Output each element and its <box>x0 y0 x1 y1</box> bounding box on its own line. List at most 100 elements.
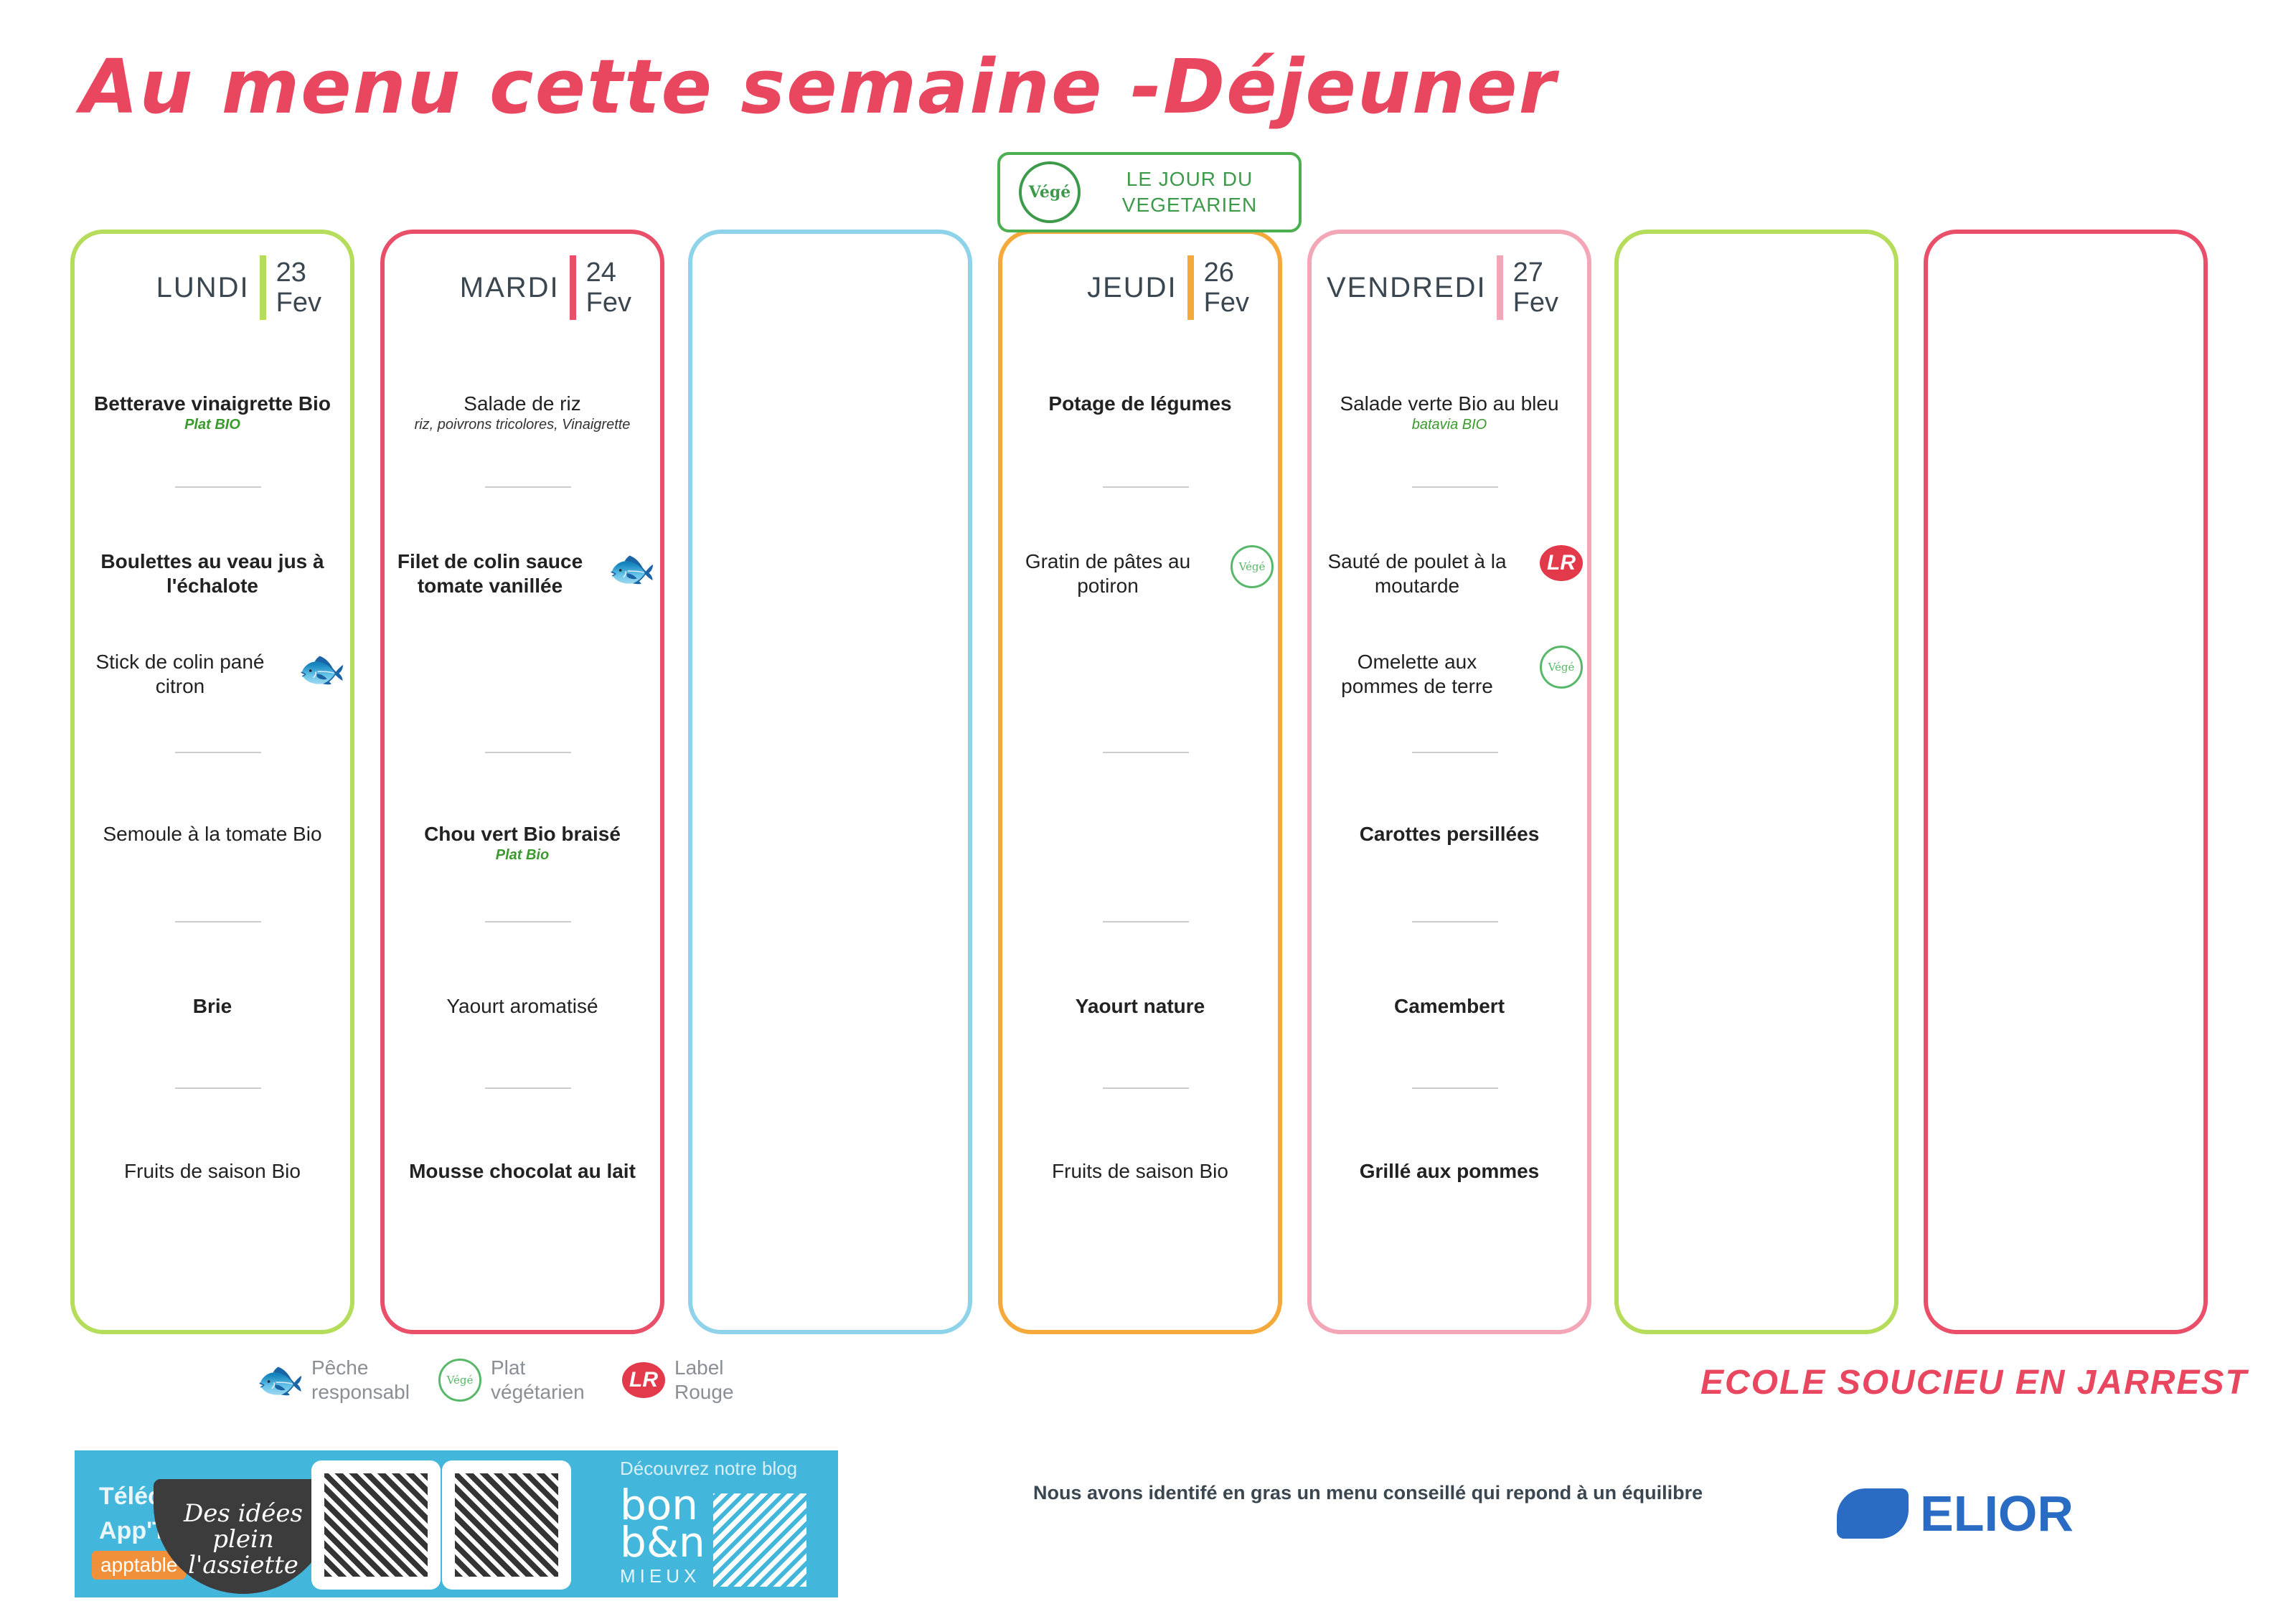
dish-detail: Plat Bio <box>495 847 550 863</box>
fish-icon: 🐟 <box>256 1359 305 1402</box>
header-divider <box>1496 255 1503 320</box>
day-month: Fev <box>276 288 321 318</box>
day-name: VENDREDI <box>1326 271 1487 303</box>
course-separator <box>1412 921 1498 922</box>
dish-name: Betterave vinaigrette Bio <box>94 392 331 415</box>
dish-name: Stick de colin pané citron <box>95 651 265 697</box>
dish-name: Sauté de poulet à la moutarde <box>1327 550 1507 597</box>
dish-name: Yaourt aromatisé <box>446 995 598 1017</box>
menu-item: Salade de riz riz, poivrons tricolores, V… <box>392 392 653 433</box>
course-separator <box>485 921 571 922</box>
dish-name: Potage de légumes <box>1048 392 1232 415</box>
day-name: MARDI <box>459 271 560 303</box>
legend-label: végétarien <box>491 1381 585 1403</box>
menu-item: Fruits de saison Bio <box>82 1159 343 1184</box>
menu-item: Yaourt nature <box>1010 994 1271 1019</box>
day-month: Fev <box>1203 288 1249 318</box>
menu-item: Camembert <box>1319 994 1580 1019</box>
day-column-empty <box>1614 230 1899 1334</box>
course-separator <box>485 1087 571 1089</box>
page-title: Au menu cette semaine -Déjeuner <box>80 43 1557 131</box>
course-separator <box>1412 486 1498 488</box>
legend-label: Label <box>674 1356 724 1379</box>
vege-icon: Végé <box>1540 646 1583 689</box>
legend-label: Pêche <box>311 1356 369 1379</box>
legend-label: responsabl <box>311 1381 410 1403</box>
dish-name: Salade de riz <box>464 392 581 415</box>
course-separator <box>175 752 261 753</box>
course-separator <box>175 1087 261 1089</box>
vege-banner-line1: LE JOUR DU <box>1126 168 1253 190</box>
elior-bull-icon <box>1837 1488 1909 1539</box>
menu-item: Omelette aux pommes de terre Végé <box>1319 646 1583 699</box>
menu-item: Potage de légumes <box>1010 392 1271 416</box>
course-separator <box>1412 1087 1498 1089</box>
course-separator <box>1103 1087 1189 1089</box>
brand-name: ELIOR <box>1920 1486 2074 1542</box>
day-month: Fev <box>1512 288 1558 318</box>
mieux-label: MIEUX <box>620 1565 701 1587</box>
apptable-link[interactable]: apptable <box>92 1551 187 1580</box>
course-separator <box>1103 752 1189 753</box>
dish-detail: riz, poivrons tricolores, Vinaigrette <box>414 417 631 433</box>
menu-item: Grillé aux pommes <box>1319 1159 1580 1184</box>
fish-icon: 🐟 <box>608 547 657 590</box>
elior-logo: ELIOR <box>1837 1485 2074 1542</box>
course-separator <box>485 752 571 753</box>
day-name: JEUDI <box>1087 271 1177 303</box>
menu-item: Brie <box>82 994 343 1019</box>
dish-name: Carottes persillées <box>1359 823 1540 845</box>
dish-name: Fruits de saison Bio <box>124 1160 301 1182</box>
menu-item: Boulettes au veau jus à l'échalote <box>82 549 343 598</box>
dish-detail: batavia BIO <box>1411 417 1487 433</box>
day-column-empty <box>1924 230 2208 1334</box>
vege-icon: Végé <box>438 1359 481 1402</box>
day-number: 27 <box>1512 258 1543 288</box>
day-number: 23 <box>276 258 306 288</box>
menu-item: Fruits de saison Bio <box>1010 1159 1271 1184</box>
dish-name: Semoule à la tomate Bio <box>103 823 322 845</box>
label-rouge-icon: LR <box>622 1362 665 1398</box>
header-divider <box>1187 255 1194 320</box>
dish-name: Chou vert Bio braisé <box>424 823 621 845</box>
course-separator <box>175 486 261 488</box>
dish-name: Gratin de pâtes au potiron <box>1025 550 1191 597</box>
qr-code-blog[interactable] <box>713 1493 806 1587</box>
legend-label: Rouge <box>674 1381 734 1403</box>
dish-detail: Plat BIO <box>184 417 240 433</box>
qr-code-playstore[interactable] <box>442 1460 571 1590</box>
dish-name: Salade verte Bio au bleu <box>1340 392 1559 415</box>
dish-name: Grillé aux pommes <box>1359 1160 1540 1182</box>
vege-banner-line2: VEGETARIEN <box>1121 194 1258 216</box>
dish-name: Omelette aux pommes de terre <box>1341 651 1493 697</box>
course-separator <box>1103 921 1189 922</box>
day-name: LUNDI <box>156 271 250 303</box>
header-divider <box>259 255 266 320</box>
day-number: 26 <box>1203 258 1234 288</box>
blog-label: Découvrez notre blog <box>620 1458 798 1479</box>
course-separator <box>1103 486 1189 488</box>
menu-item: Mousse chocolat au lait <box>392 1159 653 1184</box>
course-separator <box>175 921 261 922</box>
legend-label: Plat <box>491 1356 526 1379</box>
qr-code-appstore[interactable] <box>311 1460 441 1590</box>
dish-name: Yaourt nature <box>1075 995 1205 1017</box>
menu-item: Stick de colin pané citron🐟 <box>82 650 346 699</box>
dish-name: Boulettes au veau jus à l'échalote <box>100 550 324 597</box>
day-month: Fev <box>585 288 631 318</box>
menu-item: Yaourt aromatisé <box>392 994 653 1019</box>
course-separator <box>1412 752 1498 753</box>
